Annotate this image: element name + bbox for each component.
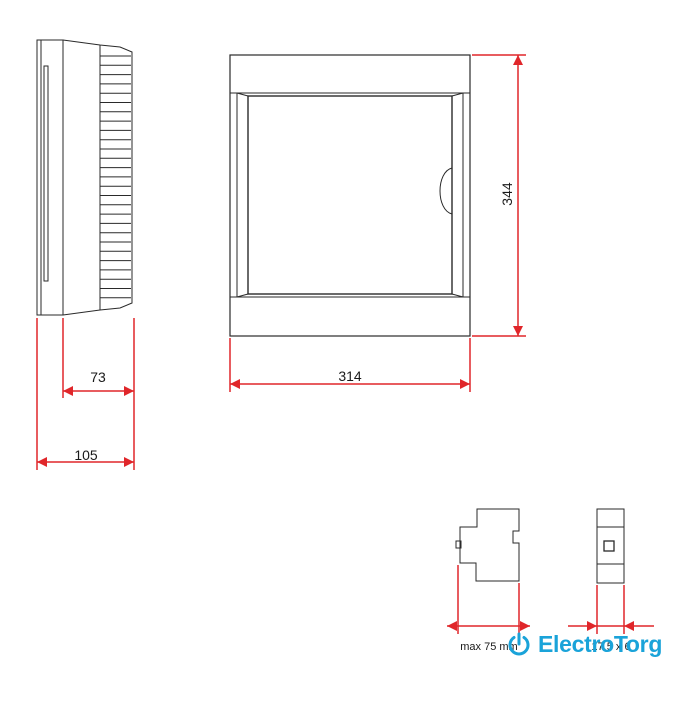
dim-344-label: 344 bbox=[499, 182, 515, 206]
dim-73-label: 73 bbox=[90, 369, 106, 385]
ventilation-ribs bbox=[100, 55, 131, 299]
module-side-view bbox=[455, 508, 520, 582]
side-view bbox=[36, 39, 133, 316]
front-view bbox=[229, 54, 471, 337]
dim-module-depth-label: max 75 mm bbox=[460, 641, 517, 653]
dim-314-label: 314 bbox=[338, 368, 362, 384]
dim-105-label: 105 bbox=[74, 447, 98, 463]
brand-logo: ElectroTorg bbox=[506, 629, 662, 659]
dim-module-width-label: 17.5 x 6 bbox=[591, 641, 630, 653]
module-front-view bbox=[596, 508, 625, 584]
dimension-lines bbox=[36, 54, 654, 634]
brand-name: ElectroTorg bbox=[538, 630, 663, 657]
power-icon bbox=[508, 632, 530, 656]
